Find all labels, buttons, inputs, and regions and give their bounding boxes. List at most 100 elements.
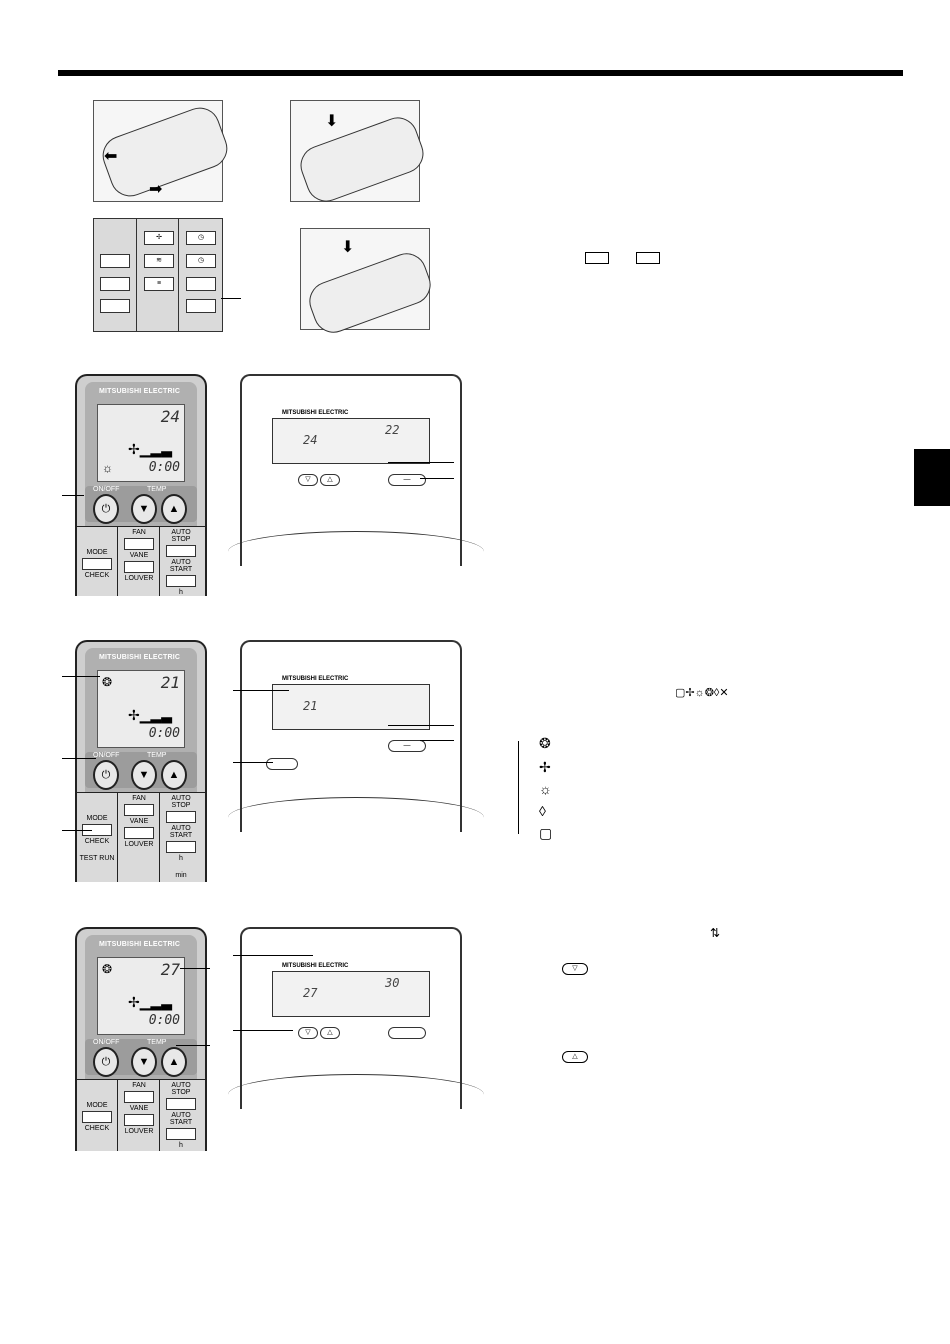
vane-button[interactable] [124,561,154,573]
slide-arrow-icon: ⬅ [104,148,118,165]
on-off-button[interactable]: ⏻ [93,760,119,790]
auto-start-key[interactable]: ◷ [186,254,216,268]
wired-controller-3: MITSUBISHI ELECTRIC 27 30 ▽ △ [228,927,484,1109]
h-key[interactable] [186,277,216,291]
wired-controller-2: MITSUBISHI ELECTRIC 21 — [228,640,484,832]
press-arrow-icon: ⬇ [341,239,355,256]
panel-temp-up[interactable]: △ [320,1027,340,1039]
key-symbol [636,252,660,264]
vane-button[interactable] [124,827,154,839]
auto-stop-button[interactable] [166,1098,196,1110]
remote-keypad-closeup: ✢ ≋ ≡ ◷ ◷ [93,218,223,332]
mode-list: ❂ ✢ ☼ ◊ ▢ [518,735,579,841]
auto-start-button[interactable] [166,841,196,853]
set-temperature: 27 [160,960,180,979]
fan-button[interactable] [124,804,154,816]
leader-line [233,955,313,956]
auto-icon: ▢ [539,825,553,841]
heat-icon: ☼ [539,781,552,797]
leader-line [233,1030,293,1031]
remote-display: 24 ✢▁▂▃ ☼ 0:00 [97,404,185,482]
louver-key[interactable]: ≡ [144,277,174,291]
fan-speed-icon: ✢▁▂▃ [128,441,173,457]
panel-temp-down[interactable]: ▽ [298,474,318,486]
leader-line [180,968,210,969]
key-symbol [585,252,609,264]
cool-mode-icon: ❂ [102,962,113,976]
slide-arrow-icon: ➡ [149,181,163,198]
fan-icon: ✢ [539,759,551,775]
auto-start-button[interactable] [166,575,196,587]
panel-display: 24 22 [272,418,430,464]
battery-cover-photo: ⬅ ➡ [93,100,233,202]
panel-on-off[interactable]: — [388,474,426,486]
leader-line [62,830,92,831]
down-key-symbol: ▽ [562,963,588,975]
test-key[interactable] [100,299,130,313]
check-key[interactable] [100,277,130,291]
leader-line [388,462,454,463]
fan-key[interactable]: ✢ [144,231,174,245]
set-temperature: 24 [160,407,180,426]
auto-start-button[interactable] [166,1128,196,1140]
temp-down-button[interactable]: ▼ [131,1047,157,1077]
leader-line [221,298,241,299]
battery-insert-photo: ⬇ [290,100,430,208]
section-tab [914,449,950,506]
panel-set-temp: 27 [303,986,318,1000]
on-off-button[interactable]: ⏻ [93,494,119,524]
panel-mode-button[interactable] [266,758,298,770]
leader-line [233,762,273,763]
timer-display: 0:00 [148,1013,180,1028]
cool-icon: ❂ [539,735,551,751]
panel-set-temp: 21 [303,699,318,713]
temp-icon: ⇅ [710,926,721,940]
remote-controller-1: MITSUBISHI ELECTRIC 24 ✢▁▂▃ ☼ 0:00 ON/OF… [75,374,207,596]
temp-up-button[interactable]: ▲ [161,494,187,524]
auto-stop-button[interactable] [166,545,196,557]
mode-key[interactable] [100,254,130,268]
heat-mode-icon: ☼ [102,461,113,475]
dry-icon: ◊ [539,803,546,819]
panel-temp-down[interactable]: ▽ [298,1027,318,1039]
mode-button[interactable] [82,558,112,570]
fan-speed-icon: ✢▁▂▃ [128,707,173,723]
leader-line [233,690,289,691]
leader-line [62,758,96,759]
wired-controller-1: MITSUBISHI ELECTRIC 24 22 ▽ △ — [228,374,484,566]
panel-room-temp: 30 [385,976,400,990]
fan-button[interactable] [124,1091,154,1103]
cool-mode-icon: ❂ [102,675,113,689]
leader-line [62,495,84,496]
auto-stop-key[interactable]: ◷ [186,231,216,245]
vane-key[interactable]: ≋ [144,254,174,268]
press-arrow-icon: ⬇ [325,113,339,130]
leader-line [62,676,100,677]
temp-down-button[interactable]: ▼ [131,760,157,790]
header-rule [58,70,903,76]
vane-button[interactable] [124,1114,154,1126]
mode-button[interactable] [82,1111,112,1123]
mode-sequence: ▢✢☼❂◊✕ [675,687,729,699]
min-key[interactable] [186,299,216,313]
auto-stop-button[interactable] [166,811,196,823]
set-temperature: 21 [160,673,180,692]
remote-controller-3: MITSUBISHI ELECTRIC ❂ 27 ✢▁▂▃ 0:00 ON/OF… [75,927,207,1151]
fan-button[interactable] [124,538,154,550]
timer-display: 0:00 [148,726,180,741]
leader-line [420,740,454,741]
temp-up-button[interactable]: ▲ [161,760,187,790]
leader-line [420,478,454,479]
temp-down-button[interactable]: ▼ [131,494,157,524]
panel-on-off[interactable]: — [388,740,426,752]
leader-line [388,725,454,726]
panel-temp-up[interactable]: △ [320,474,340,486]
panel-room-temp: 22 [385,423,400,437]
panel-set-temp: 24 [303,433,318,447]
leader-line [176,1045,210,1046]
remote-controller-2: MITSUBISHI ELECTRIC ❂ 21 ✢▁▂▃ 0:00 ON/OF… [75,640,207,882]
fan-speed-icon: ✢▁▂▃ [128,994,173,1010]
on-off-button[interactable]: ⏻ [93,1047,119,1077]
temp-up-button[interactable]: ▲ [161,1047,187,1077]
panel-on-off[interactable] [388,1027,426,1039]
